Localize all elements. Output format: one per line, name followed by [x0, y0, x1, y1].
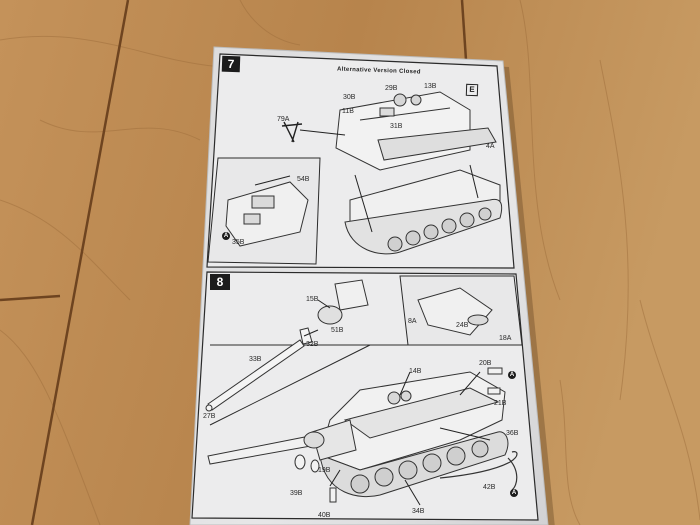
step8-barrel-parts	[205, 327, 313, 412]
step8-tank-assembly	[207, 371, 509, 498]
part-label: 39B	[290, 490, 303, 497]
callout-a-icon: A	[510, 489, 518, 497]
step7-machine-gun-part	[281, 121, 303, 143]
part-label: 15B	[306, 296, 319, 303]
part-label: 19B	[318, 467, 331, 474]
step8-divider-diagonal	[209, 344, 371, 426]
part-label: 79A	[277, 116, 290, 123]
part-label: 40B	[318, 512, 331, 519]
part-label: 21B	[494, 400, 507, 407]
part-label: 30B	[343, 94, 356, 101]
part-label: 29B	[385, 85, 398, 92]
part-label: 42B	[483, 484, 496, 491]
part-label: 13B	[424, 83, 437, 90]
step7-inset-detail	[225, 181, 309, 247]
part-label: 4A	[486, 143, 495, 150]
step8-arrows	[303, 299, 491, 506]
step7-upper-hull	[335, 91, 497, 171]
part-label: 8A	[408, 318, 417, 325]
step-7-variant-badge: E	[465, 83, 479, 97]
part-label: 34B	[412, 508, 425, 515]
step7-lower-hull	[344, 169, 503, 255]
step8-cable-loop	[507, 457, 518, 491]
part-label: 24B	[456, 322, 469, 329]
callout-a-icon: A	[508, 371, 516, 379]
step-8-number: 8	[210, 274, 230, 290]
part-label: 32B	[306, 341, 319, 348]
part-label: 11B	[342, 108, 354, 115]
step-7-number: 7	[221, 55, 241, 73]
part-label: 33B	[249, 356, 262, 363]
step8-small-parts	[294, 367, 503, 503]
plank-seams	[0, 0, 468, 525]
part-label: 20B	[479, 360, 492, 367]
part-label: 14B	[409, 368, 422, 375]
step8-mantlet	[317, 279, 369, 325]
part-label: 18A	[499, 335, 512, 342]
part-label: 27B	[203, 413, 216, 420]
step8-inset-hull-piece	[417, 287, 493, 336]
callout-a-icon: A	[222, 232, 230, 240]
part-label: 51B	[331, 327, 344, 334]
step8-tow-cable	[439, 451, 518, 479]
part-label: 54B	[297, 176, 310, 183]
part-label: 36B	[506, 430, 519, 437]
part-label: 35B	[232, 239, 245, 246]
part-label: 31B	[390, 123, 403, 130]
